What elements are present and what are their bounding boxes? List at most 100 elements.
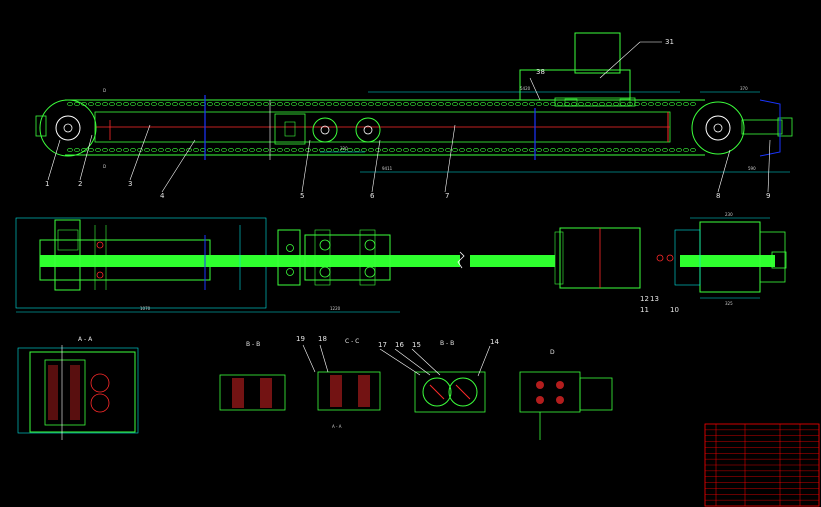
part-label-9: 9 xyxy=(766,192,770,200)
section-view-bb-right xyxy=(414,371,486,413)
chain-link xyxy=(354,148,360,152)
chain-link xyxy=(305,102,311,106)
chain-link xyxy=(109,148,115,152)
chain-link xyxy=(522,148,528,152)
chain-link xyxy=(312,102,318,106)
chain-link xyxy=(466,102,472,106)
chain-link xyxy=(571,148,577,152)
chain-link xyxy=(543,102,549,106)
section-title-d: D xyxy=(550,349,555,356)
section-title-aa: A - A xyxy=(78,336,93,343)
chain-link xyxy=(648,102,654,106)
chain-link xyxy=(263,148,269,152)
chain-link xyxy=(263,102,269,106)
chain-link xyxy=(382,148,388,152)
chain-link xyxy=(347,102,353,106)
part-label-12: 12 xyxy=(640,295,649,303)
chain-link xyxy=(473,102,479,106)
chain-link xyxy=(669,102,675,106)
chain-link xyxy=(319,148,325,152)
chain-link xyxy=(67,102,73,106)
chain-link xyxy=(214,102,220,106)
chain-link xyxy=(340,148,346,152)
chain-link xyxy=(515,148,521,152)
chain-link xyxy=(116,102,122,106)
chain-link xyxy=(613,148,619,152)
chain-link xyxy=(130,102,136,106)
chain-link xyxy=(347,148,353,152)
chain-link xyxy=(165,102,171,106)
chain-link xyxy=(256,148,262,152)
dim-right-base: 590 xyxy=(748,166,756,171)
chain-link xyxy=(676,148,682,152)
chain-link xyxy=(508,102,514,106)
chain-link xyxy=(396,148,402,152)
chain-link xyxy=(270,148,276,152)
chain-link xyxy=(522,102,528,106)
chain-link xyxy=(116,148,122,152)
chain-link xyxy=(221,148,227,152)
chain-link xyxy=(95,102,101,106)
chain-link xyxy=(158,148,164,152)
part-label-15: 15 xyxy=(412,341,421,349)
section-view-bb-left xyxy=(219,374,286,411)
chain-link xyxy=(480,148,486,152)
part-label-31: 31 xyxy=(665,38,674,46)
chain-link xyxy=(634,148,640,152)
section-view-cc xyxy=(317,371,381,411)
chain-link xyxy=(207,102,213,106)
chain-link xyxy=(620,148,626,152)
chain-link xyxy=(193,148,199,152)
chain-link xyxy=(144,148,150,152)
cut-mark-d-bottom: D xyxy=(103,164,106,169)
chain-link xyxy=(123,102,129,106)
part-label-16: 16 xyxy=(395,341,404,349)
chain-link xyxy=(557,148,563,152)
chain-link xyxy=(438,102,444,106)
chain-link xyxy=(382,102,388,106)
chain-lower xyxy=(67,148,696,152)
chain-link xyxy=(389,102,395,106)
chain-link xyxy=(655,102,661,106)
chain-link xyxy=(277,102,283,106)
chain-link xyxy=(291,102,297,106)
chain-link xyxy=(88,102,94,106)
chain-link xyxy=(228,102,234,106)
section-title-bb-1: B - B xyxy=(246,341,260,348)
chain-link xyxy=(620,102,626,106)
dim-plan-right: 325 xyxy=(725,301,733,306)
chain-link xyxy=(361,102,367,106)
part-label-11: 11 xyxy=(640,306,649,314)
part-label-10: 10 xyxy=(670,306,679,314)
chain-link xyxy=(431,102,437,106)
chain-link xyxy=(81,148,87,152)
chain-link xyxy=(319,102,325,106)
chain-link xyxy=(235,148,241,152)
chain-link xyxy=(207,148,213,152)
chain-link xyxy=(193,102,199,106)
chain-link xyxy=(228,148,234,152)
chain-link xyxy=(683,148,689,152)
chain-link xyxy=(683,102,689,106)
chain-link xyxy=(578,102,584,106)
chain-link xyxy=(179,102,185,106)
chain-link xyxy=(410,102,416,106)
chain-link xyxy=(438,148,444,152)
chain-link xyxy=(494,102,500,106)
part-label-7: 7 xyxy=(445,192,449,200)
chain-link xyxy=(452,102,458,106)
drive-motor-housing xyxy=(574,32,621,74)
chain-link xyxy=(536,102,542,106)
chain-link xyxy=(494,148,500,152)
chain-link xyxy=(564,102,570,106)
section-view-d xyxy=(519,371,613,440)
chain-link xyxy=(599,102,605,106)
chain-link xyxy=(473,148,479,152)
chain-link xyxy=(445,148,451,152)
chain-link xyxy=(606,102,612,106)
chain-link xyxy=(165,148,171,152)
chain-link xyxy=(109,102,115,106)
chain-link xyxy=(235,102,241,106)
chain-link xyxy=(375,102,381,106)
